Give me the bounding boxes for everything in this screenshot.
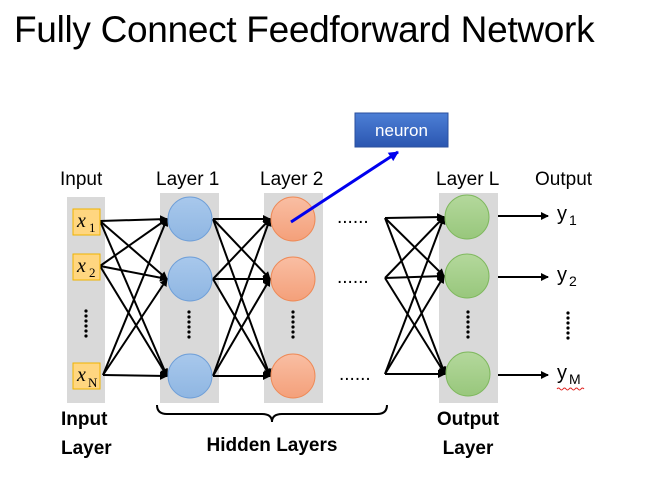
neuron-label: neuron <box>375 121 428 140</box>
input-node-x2: x 2 <box>72 253 101 281</box>
output-var: y <box>557 203 567 225</box>
hidden-ellipsis-3: ...... <box>339 364 371 385</box>
connections <box>99 213 447 380</box>
hidden-ellipsis-1: ...... <box>337 207 369 228</box>
page-title: Fully Connect Feedforward Network <box>14 9 595 50</box>
input-header: Input <box>60 169 103 190</box>
hidden-layers-brace <box>156 404 388 423</box>
input-sub: 1 <box>89 220 96 235</box>
layerL-neuron-2 <box>444 253 490 299</box>
output-sub: 2 <box>569 273 577 289</box>
layer1-to-layer2-edge <box>212 218 271 280</box>
input-vertical-ellipsis <box>84 309 88 338</box>
ellipsis-dot <box>466 330 470 334</box>
ellipsis-dot <box>466 335 470 339</box>
ellipsis-dot <box>466 325 470 329</box>
input-to-layer1-edge <box>99 265 168 282</box>
output-layer-label-line1: Output <box>437 409 500 430</box>
input-to-layer1-edge <box>102 278 168 376</box>
neuron-callout: neuron <box>354 112 449 148</box>
layer1-neuron-1 <box>167 196 213 242</box>
input-sub: N <box>88 375 98 390</box>
layerN-to-layerL-edge <box>384 213 445 222</box>
ellipsis-dot <box>566 331 570 335</box>
layerN-to-layerL-edge <box>384 275 445 375</box>
ellipsis-dot <box>84 309 88 313</box>
output-yM: y M <box>556 362 585 391</box>
ellipsis-dot <box>187 310 191 314</box>
ellipsis-dot <box>466 315 470 319</box>
layer2-neuron-n <box>270 353 316 399</box>
input-node-x1: x 1 <box>72 208 101 236</box>
output-y2: y 2 <box>557 264 577 289</box>
input-to-layer1-edge <box>99 265 168 377</box>
layer2-neuron-2 <box>270 256 316 302</box>
output-sub: M <box>569 371 581 387</box>
output-var: y <box>557 264 567 286</box>
ellipsis-dot <box>466 310 470 314</box>
ellipsis-dot <box>187 335 191 339</box>
input-to-layer1-edge <box>99 215 168 224</box>
input-layer-label-line2: Layer <box>61 438 112 459</box>
layerN-to-layerL-edge <box>384 272 445 281</box>
output-sub: 1 <box>569 212 577 228</box>
ellipsis-dot <box>291 325 295 329</box>
layerN-to-layerL-edge <box>384 216 445 279</box>
ellipsis-dot <box>84 329 88 333</box>
ellipsis-dot <box>291 330 295 334</box>
input-var: x <box>76 210 86 232</box>
ellipsis-dot <box>84 319 88 323</box>
ellipsis-dot <box>466 320 470 324</box>
output-var: y <box>557 362 567 384</box>
ellipsis-dot <box>187 320 191 324</box>
hidden-layers-label: Hidden Layers <box>207 435 338 456</box>
ellipsis-dot <box>187 325 191 329</box>
ellipsis-dot <box>187 315 191 319</box>
layer2-vertical-ellipsis <box>291 310 295 339</box>
input-var: x <box>76 255 86 277</box>
output-layer-label-line2: Layer <box>443 438 494 459</box>
ellipsis-dot <box>187 330 191 334</box>
hidden-ellipsis-2: ...... <box>337 267 369 288</box>
ellipsis-dot <box>84 324 88 328</box>
input-sub: 2 <box>89 265 96 280</box>
input-to-layer1-edge <box>99 220 168 280</box>
ellipsis-dot <box>566 316 570 320</box>
layerL-header: Layer L <box>436 169 499 190</box>
input-layer-label-line1: Input <box>61 409 108 430</box>
layer1-vertical-ellipsis <box>187 310 191 339</box>
output-vertical-ellipsis <box>566 311 570 340</box>
ellipsis-dot <box>84 314 88 318</box>
input-to-layer1-edge <box>102 218 169 376</box>
layerN-to-layerL-edge <box>384 216 446 375</box>
ellipsis-dot <box>566 311 570 315</box>
input-var: x <box>76 364 86 386</box>
layer1-neuron-2 <box>167 256 213 302</box>
layerL-neuron-1 <box>444 194 490 240</box>
ellipsis-dot <box>84 334 88 338</box>
layer1-to-layer2-edge <box>212 278 271 377</box>
neuron-pointer-arrow <box>290 150 399 224</box>
ellipsis-dot <box>291 310 295 314</box>
ellipsis-dot <box>566 326 570 330</box>
input-to-layer1-edge <box>102 371 168 380</box>
layer1-to-layer2-edge <box>212 218 272 377</box>
ellipsis-dot <box>291 335 295 339</box>
ellipsis-dot <box>566 321 570 325</box>
ellipsis-dot <box>291 315 295 319</box>
input-to-layer1-edge <box>99 218 168 267</box>
ellipsis-dot <box>291 320 295 324</box>
output-y1: y 1 <box>557 203 577 228</box>
layer1-neuron-n <box>167 353 213 399</box>
layer2-header: Layer 2 <box>260 169 323 190</box>
output-header: Output <box>535 169 593 190</box>
layer1-header: Layer 1 <box>156 169 219 190</box>
layerL-vertical-ellipsis <box>466 310 470 339</box>
spellcheck-underline <box>556 387 585 391</box>
layerL-neuron-m <box>445 351 491 397</box>
input-node-xN: x N <box>72 362 101 390</box>
ellipsis-dot <box>566 336 570 340</box>
